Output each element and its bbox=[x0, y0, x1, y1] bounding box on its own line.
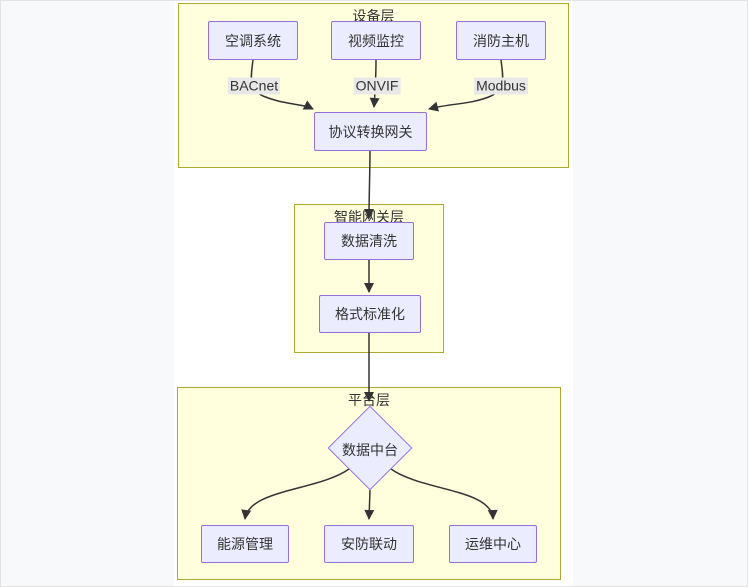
node-ac-system: 空调系统 bbox=[208, 21, 298, 60]
node-fire-host: 消防主机 bbox=[456, 21, 546, 60]
edge-ac-to-gateway bbox=[250, 59, 314, 110]
node-data-cleaning: 数据清洗 bbox=[324, 222, 414, 260]
edge-hub-to-energy bbox=[241, 468, 350, 520]
node-security-linkage: 安防联动 bbox=[324, 525, 414, 563]
edge-label-bacnet: BACnet bbox=[227, 77, 281, 95]
edge-hub-to-ops bbox=[390, 468, 498, 520]
node-format-standardization: 格式标准化 bbox=[319, 295, 421, 333]
node-energy-management: 能源管理 bbox=[201, 525, 289, 563]
edge-hub-to-security bbox=[364, 489, 375, 520]
node-video-surveillance: 视频监控 bbox=[331, 21, 421, 60]
edge-fire-to-gateway bbox=[428, 59, 504, 112]
edge-label-modbus: Modbus bbox=[474, 77, 528, 95]
edge-gateway-to-clean bbox=[364, 149, 375, 219]
node-data-hub-label: 数据中台 bbox=[342, 442, 398, 458]
node-protocol-gateway: 协议转换网关 bbox=[314, 112, 427, 151]
edge-label-onvif: ONVIF bbox=[353, 77, 401, 95]
node-ops-center: 运维中心 bbox=[449, 525, 537, 563]
cluster-device-layer-title: 设备层 bbox=[352, 8, 395, 24]
